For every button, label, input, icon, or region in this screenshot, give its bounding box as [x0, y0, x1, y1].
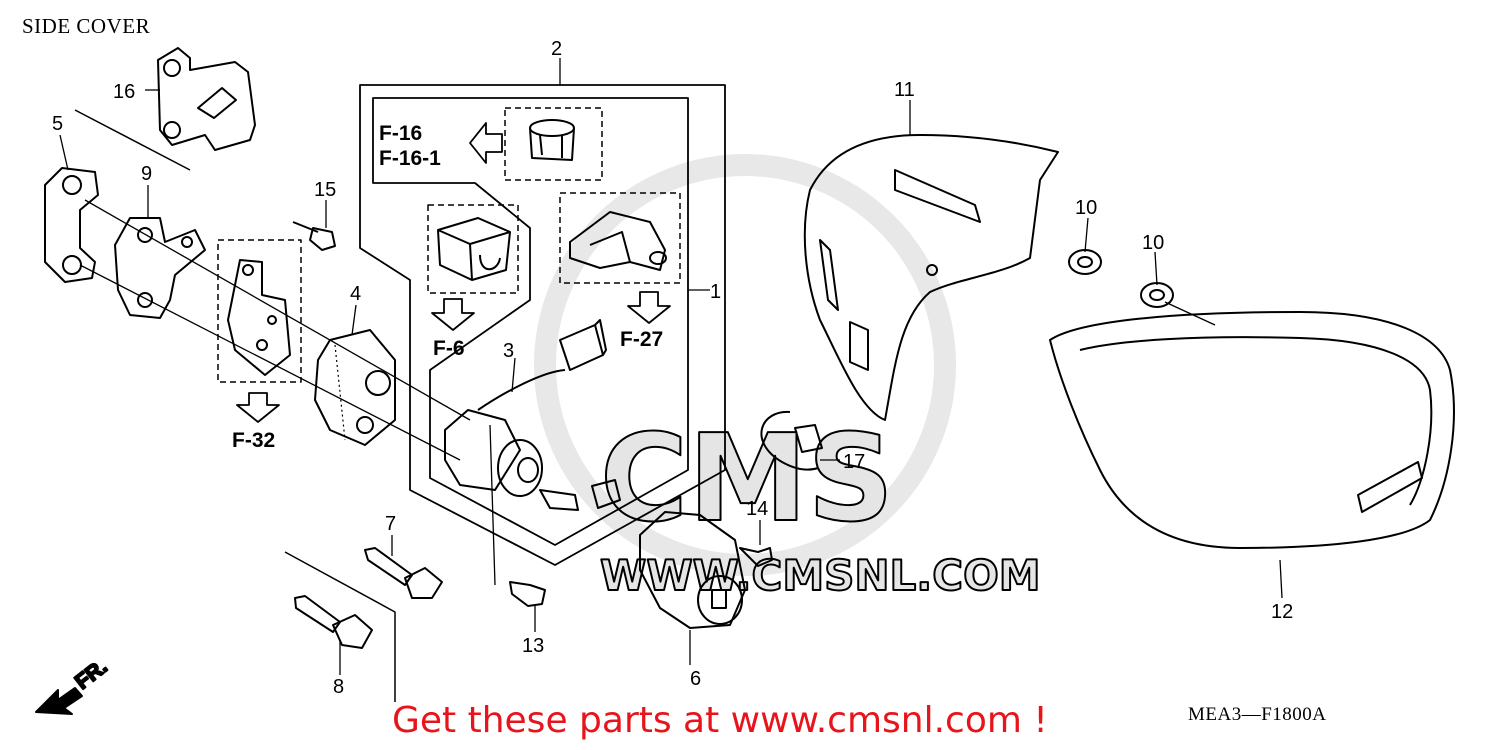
callout-9: 9 — [141, 163, 152, 185]
callout-14: 14 — [746, 498, 768, 520]
diagram-code: MEA3—F1800A — [1188, 704, 1327, 725]
callout-11: 11 — [894, 79, 915, 101]
arrow-left-f16 — [469, 122, 503, 164]
callout-7: 7 — [385, 513, 396, 535]
ref-box-f27 — [559, 192, 681, 284]
callout-17: 17 — [843, 451, 865, 473]
part-8-key — [294, 595, 373, 649]
axis-line-upper — [84, 199, 471, 421]
arrow-down-f32 — [236, 392, 280, 423]
part-14-screw — [739, 547, 773, 567]
fr-label: FR. — [71, 655, 112, 694]
part-5-mount-plate — [44, 167, 99, 283]
f16-clip — [529, 119, 575, 161]
callout-13: 13 — [522, 635, 544, 657]
callout-10-b: 10 — [1142, 232, 1164, 254]
f27-latch — [569, 211, 667, 271]
ref-label-f16-1: F-16-1 — [379, 147, 441, 170]
callout-16: 16 — [113, 81, 135, 103]
part-12-side-cover — [1049, 311, 1455, 549]
ref-label-f27: F-27 — [620, 328, 663, 351]
part-4-rubber-damper — [314, 329, 396, 446]
part-9-plate — [114, 217, 206, 319]
callout-10-a: 10 — [1075, 197, 1097, 219]
part-13-screw — [489, 424, 546, 607]
assembly-outline-2 — [359, 84, 726, 566]
part-17-band — [760, 410, 823, 471]
part-7-key — [364, 547, 443, 599]
watermark-brand: CMS — [600, 410, 894, 549]
ref-box-f32 — [217, 239, 302, 383]
part-6-key-cover — [639, 511, 746, 629]
part-15-bolt — [292, 221, 336, 251]
arrow-down-f6 — [431, 298, 475, 331]
ref-label-f16: F-16 — [379, 122, 422, 145]
ref-label-f6: F-6 — [433, 337, 465, 360]
callouts: 2 1 3 4 5 6 7 8 9 10 10 11 12 13 14 15 1… — [52, 38, 1293, 698]
f6-block — [437, 217, 511, 281]
footer-link-text[interactable]: Get these parts at www.cmsnl.com ! — [392, 700, 1048, 741]
key-plane — [284, 551, 396, 702]
part-16-plane — [74, 109, 191, 171]
leader-lines — [59, 58, 1283, 675]
reference-labels: F-16 F-16-1 F-6 F-27 F-32 — [232, 122, 663, 452]
callout-12: 12 — [1271, 601, 1293, 623]
page-title: SIDE COVER — [22, 14, 151, 38]
callout-1: 1 — [710, 281, 721, 303]
arrow-down-f27 — [627, 291, 671, 324]
f32-bracket — [227, 259, 291, 376]
callout-5: 5 — [52, 113, 63, 135]
part-10-grommet-a — [1068, 249, 1102, 275]
watermark: CMS WWW.CMSNL.COM — [534, 154, 1042, 601]
part-3-lock-assembly — [444, 319, 621, 511]
callout-2: 2 — [551, 38, 562, 60]
ref-label-f32: F-32 — [232, 429, 275, 452]
callout-15: 15 — [314, 179, 336, 201]
callout-4: 4 — [350, 283, 361, 305]
callout-8: 8 — [333, 676, 344, 698]
assembly-outline-1 — [372, 97, 689, 546]
callout-6: 6 — [690, 668, 701, 690]
axis-line-lower — [79, 264, 461, 461]
ref-box-f6 — [427, 204, 519, 294]
callout-3: 3 — [503, 340, 514, 362]
part-11-inner-cover — [803, 134, 1059, 421]
ref-box-f16 — [504, 107, 603, 181]
part-16-bracket-plate — [157, 47, 256, 151]
front-direction-arrow — [35, 687, 83, 715]
watermark-site: WWW.CMSNL.COM — [600, 551, 1041, 600]
